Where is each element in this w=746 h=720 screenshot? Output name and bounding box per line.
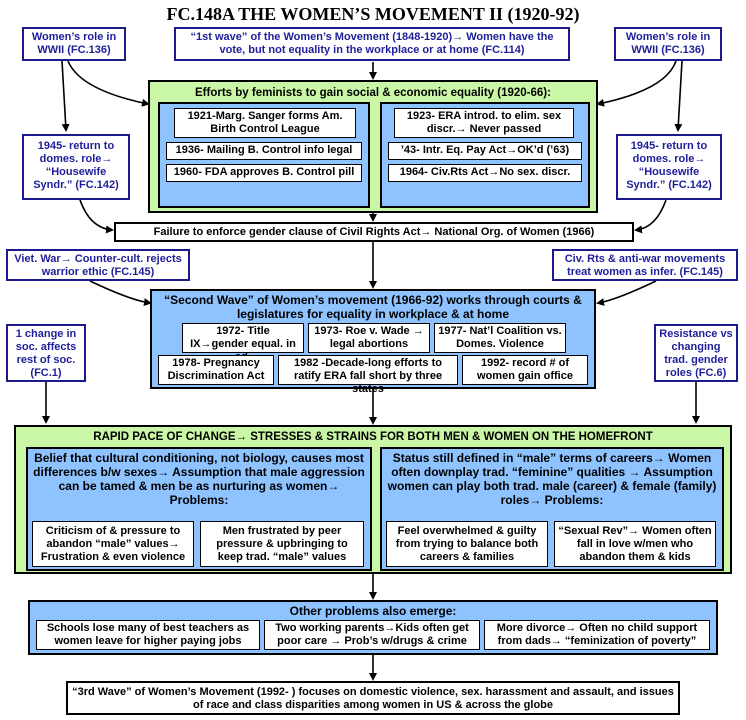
failure-box: Failure to enforce gender clause of Civi… [114,222,634,242]
ref-return-right: 1945- return to domes. role→ “Housewife … [616,134,722,200]
page-title: FC.148A THE WOMEN’S MOVEMENT II (1920-92… [166,4,580,24]
efforts-item: 1960- FDA approves B. Control pill [166,164,362,182]
ref-wwii-left: Women’s role in WWII (FC.136) [22,27,126,61]
second-wave-item: 1972- Title IX→gender equal. in ed. [182,323,304,363]
efforts-header: Efforts by feminists to gain social & ec… [195,87,551,99]
other-problem-item: More divorce→ Often no child support fro… [484,620,710,650]
rapid-left-text: Belief that cultural conditioning, not b… [33,451,365,507]
rapid-right-group: Status still defined in “male” terms of … [380,447,724,571]
second-wave-item: 1978- Pregnancy Discrimination Act [158,355,274,385]
second-wave-item: 1982 -Decade-long efforts to ratify ERA … [278,355,458,395]
ref-wwii-right: Women’s role in WWII (FC.136) [614,27,722,61]
rapid-change-box: RAPID PACE OF CHANGE→ STRESSES & STRAINS… [14,425,732,574]
rapid-right-problem: Feel overwhelmed & guilty from trying to… [386,521,548,567]
efforts-right-group: 1923- ERA introd. to elim. sex discr.→ N… [380,102,590,208]
second-wave-box: “Second Wave” of Women’s movement (1966-… [150,289,596,395]
rapid-right-problem: “Sexual Rev”→ Women often fall in love w… [554,521,716,567]
efforts-item: 1923- ERA introd. to elim. sex discr.→ N… [394,108,574,138]
efforts-item: 1936- Mailing B. Control info legal [166,142,362,160]
rapid-left-group: Belief that cultural conditioning, not b… [26,447,372,571]
other-problem-item: Two working parents→Kids often get poor … [264,620,480,650]
second-wave-item: 1977- Nat’l Coalition vs. Domes. Violenc… [434,323,566,353]
second-wave-header: “Second Wave” of Women’s movement (1966-… [164,293,582,321]
rapid-change-header: RAPID PACE OF CHANGE→ STRESSES & STRAINS… [93,431,653,443]
efforts-left-group: 1921-Marg. Sanger forms Am. Birth Contro… [158,102,370,208]
ref-return-left: 1945- return to domes. role→ “Housewife … [22,134,130,200]
third-wave-box: “3rd Wave” of Women’s Movement (1992- ) … [66,681,680,715]
ref-first-wave: “1st wave” of the Women’s Movement (1848… [174,27,570,61]
rapid-left-problem: Criticism of & pressure to abandon “male… [32,521,194,567]
efforts-item: 1921-Marg. Sanger forms Am. Birth Contro… [174,108,356,138]
second-wave-item: 1992- record # of women gain office [462,355,588,385]
efforts-box: Efforts by feminists to gain social & ec… [148,80,598,213]
ref-civil-rights: Civ. Rts & anti-war movements treat wome… [552,249,738,281]
other-problems-header: Other problems also emerge: [289,604,457,618]
second-wave-item: 1973- Roe v. Wade → legal abortions [308,323,430,353]
rapid-right-text: Status still defined in “male” terms of … [387,451,717,507]
other-problems-box: Other problems also emerge: Schools lose… [28,600,718,655]
ref-one-change: 1 change in soc. affects rest of soc. (F… [6,324,86,382]
rapid-left-problem: Men frustrated by peer pressure & upbrin… [200,521,364,567]
efforts-item: ’43- Intr. Eq. Pay Act→OK’d (’63) [388,142,582,160]
ref-resistance: Resistance vs changing trad. gender role… [654,324,738,382]
other-problem-item: Schools lose many of best teachers as wo… [36,620,260,650]
ref-viet-war: Viet. War→ Counter-cult. rejects warrior… [6,249,190,281]
efforts-item: 1964- Civ.Rts Act→No sex. discr. [388,164,582,182]
